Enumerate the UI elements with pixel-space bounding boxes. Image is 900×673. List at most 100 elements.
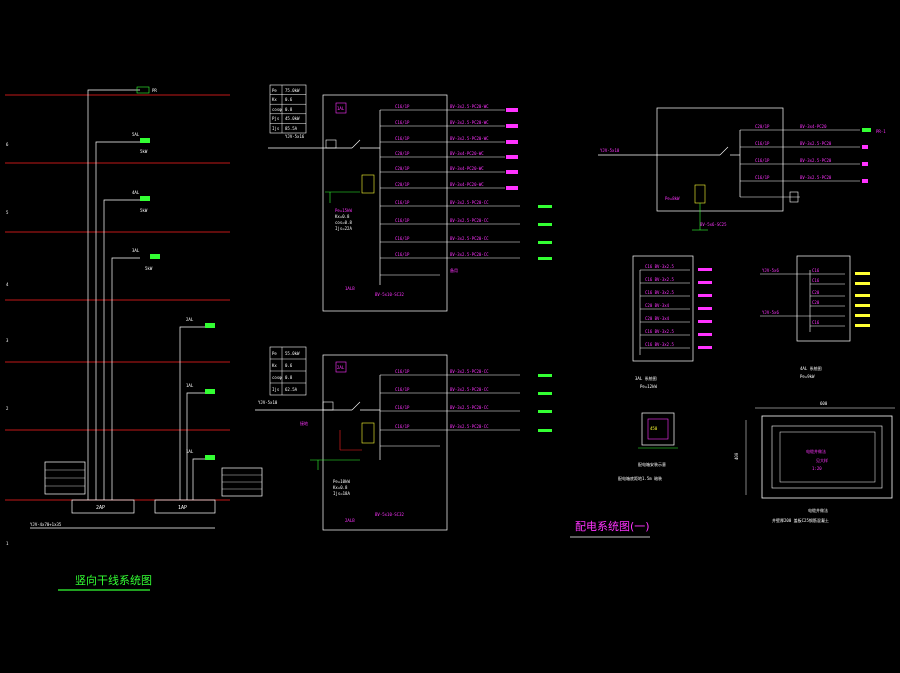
svg-text:BV-3x2.5-PC20-CC: BV-3x2.5-PC20-CC (450, 405, 489, 410)
box-detail-large: 600 400 电缆井做法 见大样 1:20 电缆井做法 井壁厚200 盖板C2… (734, 401, 895, 523)
svg-text:见大样: 见大样 (816, 457, 828, 463)
svg-text:YJV-5x6: YJV-5x6 (762, 310, 779, 315)
svg-text:BV-3x2.5-PC20-WC: BV-3x2.5-PC20-WC (450, 136, 489, 141)
svg-text:YJV-5x6: YJV-5x6 (762, 268, 779, 273)
svg-text:Kx=0.8: Kx=0.8 (335, 214, 350, 219)
riser-diagram: 6 5 4 3 2 1 PR 5A (5, 86, 263, 591)
box-detail-small: 450 配电箱安装示意 配电箱底距地1.5m 暗装 (618, 412, 678, 481)
distribution-title: 配电系统图(一) (575, 520, 650, 533)
panel-label: 2AP (96, 505, 105, 511)
svg-text:C16 BV-3x2.5: C16 BV-3x2.5 (645, 290, 674, 295)
svg-text:2AL: 2AL (186, 317, 194, 322)
table-cell: 75.0kW (285, 88, 300, 93)
panel-diagram-3: PR-1 C20/1P BV-3x4-PC20 C16/1P BV-3x2.5-PC… (598, 107, 886, 231)
svg-text:C16 BV-3x2.5: C16 BV-3x2.5 (645, 264, 674, 269)
svg-text:BV-3x4-PC20-WC: BV-3x4-PC20-WC (450, 182, 484, 187)
floor-mark: 2 (6, 406, 9, 411)
svg-text:4AL 系统图: 4AL 系统图 (800, 365, 822, 371)
svg-text:井壁厚200 盖板C25钢筋混凝土: 井壁厚200 盖板C25钢筋混凝土 (772, 517, 829, 523)
svg-text:BV-3x2.5-PC20: BV-3x2.5-PC20 (800, 175, 832, 180)
svg-text:BV-3x2.5-PC20-WC: BV-3x2.5-PC20-WC (450, 120, 489, 125)
svg-text:C16: C16 (812, 278, 820, 283)
table-cell: 0.6 (285, 97, 293, 102)
svg-text:BV-5x10-SC32: BV-5x10-SC32 (375, 512, 404, 517)
svg-text:5AL: 5AL (132, 132, 140, 137)
svg-text:BV-5x10-SC32: BV-5x10-SC32 (375, 292, 404, 297)
svg-text:BV-3x2.5-PC20-CC: BV-3x2.5-PC20-CC (450, 369, 489, 374)
table-cell: Ijs (272, 126, 280, 131)
panel-label: 1AP (178, 505, 187, 511)
svg-text:2ALB: 2ALB (345, 518, 355, 523)
svg-text:PR-1: PR-1 (876, 129, 886, 134)
svg-text:cos=0.8: cos=0.8 (335, 220, 352, 225)
svg-text:Pe=9kW: Pe=9kW (800, 374, 815, 379)
table-cell: 62.5A (285, 387, 298, 392)
svg-text:Pe=10kW: Pe=10kW (333, 479, 350, 484)
svg-text:2AL: 2AL (337, 365, 345, 370)
svg-text:C16/1P: C16/1P (755, 175, 770, 180)
svg-text:5kW: 5kW (145, 266, 153, 271)
table-cell: Kx (272, 97, 277, 102)
floor-mark: 4 (6, 282, 9, 287)
svg-text:YJV-5x10: YJV-5x10 (258, 400, 278, 405)
panel-diagram-1: Pe 75.0kW Kx 0.6 cosφ 0.8 Pjs 45.0kW Ijs… (268, 84, 552, 312)
table-cell: 0.6 (285, 363, 293, 368)
panel-diagram-2: Pe 55.0kW Kx 0.6 cosφ 0.8 Ijs 62.5A (255, 346, 552, 531)
svg-text:BV-3x4-PC20: BV-3x4-PC20 (800, 124, 827, 129)
table-cell: 55.0kW (285, 351, 300, 356)
svg-text:1AL: 1AL (186, 383, 194, 388)
svg-text:1AL: 1AL (186, 449, 194, 454)
svg-text:C16/1P: C16/1P (755, 158, 770, 163)
svg-text:C20/1P: C20/1P (755, 124, 770, 129)
panel-1ap (154, 499, 216, 514)
svg-text:1:20: 1:20 (812, 466, 822, 471)
svg-text:BV-3x2.5-PC20-CC: BV-3x2.5-PC20-CC (450, 200, 489, 205)
svg-text:BV-3x2.5-PC20-WC: BV-3x2.5-PC20-WC (450, 104, 489, 109)
svg-text:YJV-4x70+1x35: YJV-4x70+1x35 (30, 522, 62, 527)
floor-lines (5, 94, 230, 501)
svg-text:C16 BV-3x2.5: C16 BV-3x2.5 (645, 329, 674, 334)
table-cell: 0.8 (285, 375, 293, 380)
svg-text:5kW: 5kW (140, 149, 148, 154)
parameter-table-2: Pe 55.0kW Kx 0.6 cosφ 0.8 Ijs 62.5A (269, 346, 307, 396)
floor-mark: 6 (6, 142, 9, 147)
svg-text:450: 450 (650, 426, 658, 431)
svg-text:BV-3x4-PC20-WC: BV-3x4-PC20-WC (450, 166, 484, 171)
svg-text:C16/1P: C16/1P (395, 136, 410, 141)
table-cell: Pe (272, 88, 277, 93)
svg-text:BV-3x4-PC20-WC: BV-3x4-PC20-WC (450, 151, 484, 156)
svg-text:C16/1P: C16/1P (395, 405, 410, 410)
svg-text:Ijs=22A: Ijs=22A (335, 226, 352, 231)
svg-text:C20: C20 (812, 300, 820, 305)
svg-text:C16 BV-3x2.5: C16 BV-3x2.5 (645, 342, 674, 347)
feeder-lines (380, 109, 520, 276)
svg-text:BV-3x2.5-PC20: BV-3x2.5-PC20 (800, 141, 832, 146)
table-cell: 85.5A (285, 126, 298, 131)
svg-text:Kx=0.8: Kx=0.8 (333, 485, 348, 490)
svg-text:C16/1P: C16/1P (395, 120, 410, 125)
table-cell: Pe (272, 351, 277, 356)
svg-text:PR: PR (152, 88, 157, 93)
floor-mark: 5 (6, 210, 9, 215)
svg-text:C16/1P: C16/1P (395, 104, 410, 109)
svg-text:5kW: 5kW (140, 208, 148, 213)
table-cell: cosφ (272, 375, 282, 380)
svg-text:C16/1P: C16/1P (395, 424, 410, 429)
caption: 电缆井做法 (808, 507, 828, 513)
svg-text:C16/1P: C16/1P (395, 236, 410, 241)
svg-text:3AL: 3AL (132, 248, 140, 253)
table-cell: cosφ (272, 107, 282, 112)
svg-text:BV-3x2.5-PC20: BV-3x2.5-PC20 (800, 158, 832, 163)
table-cell: 0.8 (285, 107, 293, 112)
svg-text:1AL: 1AL (337, 106, 345, 111)
svg-text:600: 600 (820, 401, 828, 406)
svg-text:4AL: 4AL (132, 190, 140, 195)
riser-title: 竖向干线系统图 (75, 573, 152, 587)
svg-text:3AL 系统图: 3AL 系统图 (635, 375, 657, 381)
svg-text:C16/1P: C16/1P (755, 141, 770, 146)
svg-text:C20 BV-3x4: C20 BV-3x4 (645, 303, 670, 308)
table-cell: Ijs (272, 387, 280, 392)
svg-text:电缆井做法: 电缆井做法 (806, 448, 826, 454)
svg-text:C20/1P: C20/1P (395, 182, 410, 187)
